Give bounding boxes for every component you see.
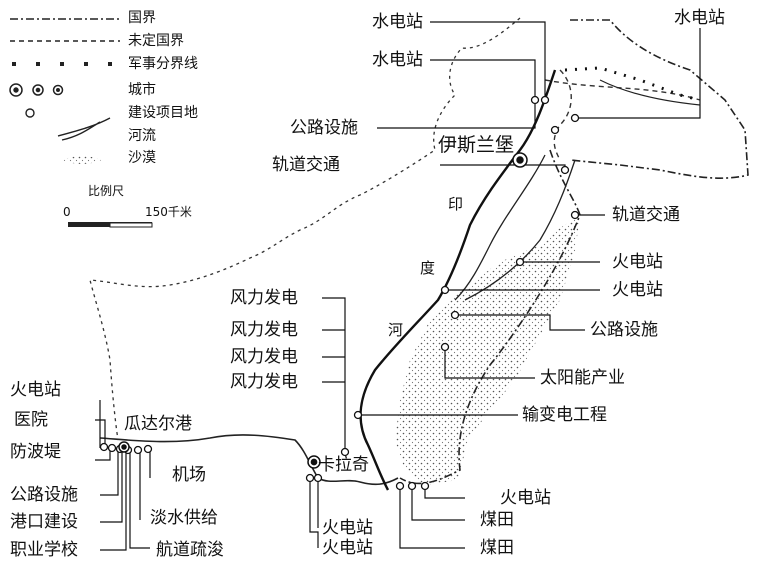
- leader-lines: [95, 21, 701, 551]
- site-gwadar-6: [143, 444, 153, 454]
- site-gwadar-1: [99, 442, 109, 452]
- label-thermal-karachi-2: 火电站: [322, 538, 373, 558]
- legend-label-river: 河流: [128, 128, 156, 144]
- site-gwadar-2: [107, 443, 117, 453]
- city-label-gwadar: 瓜达尔港: [124, 414, 192, 434]
- label-gwadar-road: 公路设施: [10, 485, 78, 505]
- legend-label-national-border: 国界: [128, 10, 156, 26]
- site-rail-east: [570, 210, 580, 220]
- site-karachi-2: [305, 473, 315, 483]
- site-road-east: [450, 310, 460, 320]
- site-rail-north: [560, 165, 570, 175]
- national-border: [399, 19, 749, 485]
- label-gwadar-breakwater: 防波堤: [10, 442, 61, 462]
- legend-label-city: 城市: [128, 82, 156, 98]
- label-thermal-east-1: 火电站: [612, 252, 663, 272]
- karachi-marker: [307, 455, 321, 469]
- legend-label-military-line: 军事分界线: [128, 56, 198, 72]
- label-rail-east: 轨道交通: [612, 205, 680, 225]
- label-rail-north: 轨道交通: [272, 155, 340, 175]
- scale-zero: 0: [63, 205, 71, 219]
- site-transmission: [353, 410, 363, 420]
- label-wind-1: 风力发电: [230, 288, 298, 308]
- tributary-1: [454, 154, 546, 301]
- legend-symbols: [9, 18, 153, 228]
- site-thermal-east-1: [515, 257, 525, 267]
- label-gwadar-school: 职业学校: [10, 540, 78, 560]
- site-gwadar-5: [133, 445, 143, 455]
- label-gwadar-airport: 机场: [172, 465, 206, 485]
- label-road-east: 公路设施: [590, 320, 658, 340]
- site-hydro-2: [530, 95, 540, 105]
- label-wind-4: 风力发电: [230, 372, 298, 392]
- label-thermal-southeast: 火电站: [500, 488, 551, 508]
- city-label-islamabad: 伊斯兰堡: [438, 134, 515, 156]
- label-hydro-1: 水电站: [372, 12, 423, 32]
- undetermined-border: [544, 69, 701, 161]
- label-thermal-east-2: 火电站: [612, 280, 663, 300]
- legend-label-desert: 沙漠: [128, 150, 156, 166]
- city-label-karachi: 卡拉奇: [318, 455, 369, 475]
- label-coal-2: 煤田: [480, 538, 514, 558]
- site-wind: [340, 447, 350, 457]
- legend-desert-symbol: [62, 156, 102, 164]
- site-karachi-1: [313, 473, 323, 483]
- legend-project-site-symbol: [25, 108, 35, 118]
- site-road-north: [550, 125, 560, 135]
- legend-label-project-site: 建设项目地: [128, 105, 198, 121]
- indus-river: [359, 69, 557, 491]
- islamabad-marker: [512, 152, 528, 168]
- site-thermal-se: [395, 481, 405, 491]
- legend-label-undetermined-border: 未定国界: [128, 33, 184, 49]
- tributary-3: [599, 79, 701, 106]
- label-solar: 太阳能产业: [540, 368, 625, 388]
- gwadar-marker: [118, 441, 130, 453]
- site-hydro-3: [570, 113, 580, 123]
- label-road-north: 公路设施: [290, 118, 358, 138]
- legend-military-line-symbol: [12, 62, 112, 66]
- site-thermal-east-2: [440, 285, 450, 295]
- legend-river-symbol: [57, 117, 111, 141]
- label-hydro-2: 水电站: [372, 50, 423, 70]
- label-hydro-3: 水电站: [674, 8, 725, 28]
- label-gwadar-port: 港口建设: [10, 512, 78, 532]
- river-label-char-2: 度: [420, 259, 436, 277]
- city-markers: [118, 152, 528, 469]
- label-gwadar-channel: 航道疏浚: [156, 540, 224, 560]
- thar-desert: [395, 215, 580, 485]
- site-hydro-1: [540, 95, 550, 105]
- scale-max: 150千米: [145, 205, 192, 219]
- label-wind-2: 风力发电: [230, 320, 298, 340]
- site-coal-1: [420, 481, 430, 491]
- site-coal-2: [407, 481, 417, 491]
- label-gwadar-hospital: 医院: [14, 410, 48, 430]
- coastline: [99, 434, 399, 486]
- label-wind-3: 风力发电: [230, 347, 298, 367]
- scale-bar: [68, 222, 153, 228]
- legend-city-symbol: [9, 83, 64, 97]
- label-coal-1: 煤田: [480, 510, 514, 530]
- label-gwadar-water: 淡水供给: [150, 508, 218, 528]
- western-border: [89, 17, 521, 441]
- river-label-char-3: 河: [388, 321, 404, 339]
- site-solar: [440, 342, 450, 352]
- label-transmission: 输变电工程: [522, 405, 607, 425]
- tributary-2: [464, 159, 576, 301]
- label-gwadar-thermal: 火电站: [10, 380, 61, 400]
- scale-title: 比例尺: [88, 184, 125, 198]
- river-label-char-1: 印: [448, 195, 464, 213]
- label-thermal-karachi-1: 火电站: [322, 518, 373, 538]
